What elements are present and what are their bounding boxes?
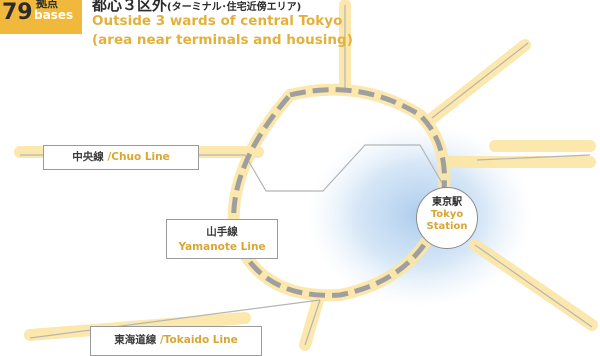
area-title-en-line2: (area near terminals and housing)	[92, 32, 353, 48]
area-title-jp-main: 都心３区外	[92, 0, 168, 14]
tokyo-station-en-line1: Tokyo	[430, 209, 464, 220]
northeast-rail	[431, 42, 529, 119]
bases-count-badge: 79 拠点 bases	[0, 0, 82, 34]
tokyo-station-marker: 東京駅 Tokyo Station	[416, 187, 478, 249]
bases-label-en: bases	[34, 8, 74, 22]
tokaido-line-en: /Tokaido Line	[159, 334, 238, 346]
yamanote-line-jp: 山手線	[206, 226, 238, 238]
yamanote-line-en: Yamanote Line	[178, 241, 266, 253]
area-title-jp-sub: (ターミナル･住宅近傍エリア)	[167, 2, 302, 13]
bases-count: 79	[2, 0, 33, 25]
tokaido-line-jp: 東海道線	[114, 334, 157, 346]
southeast-rail	[474, 244, 593, 328]
chuo-link-rail	[244, 144, 446, 192]
chuo-line-jp: 中央線	[72, 151, 104, 163]
bases-label-jp: 拠点	[36, 0, 58, 10]
chuo-line-label: 中央線 /Chuo Line	[43, 145, 199, 170]
chuo-line-en: /Chuo Line	[107, 151, 170, 163]
area-title-en-line1: Outside 3 wards of central Tokyo	[92, 13, 343, 29]
area-title-jp: 都心３区外(ターミナル･住宅近傍エリア)	[92, 0, 301, 15]
tokyo-station-jp: 東京駅	[432, 197, 462, 208]
southwest-rail	[29, 299, 321, 339]
tokaido-line-label: 東海道線 /Tokaido Line	[90, 326, 262, 356]
yamanote-loop	[231, 87, 447, 298]
tokyo-station-en-line2: Station	[426, 221, 468, 232]
south-rail	[304, 299, 321, 346]
yamanote-line-label: 山手線 Yamanote Line	[166, 219, 278, 259]
east-rail	[476, 154, 591, 161]
